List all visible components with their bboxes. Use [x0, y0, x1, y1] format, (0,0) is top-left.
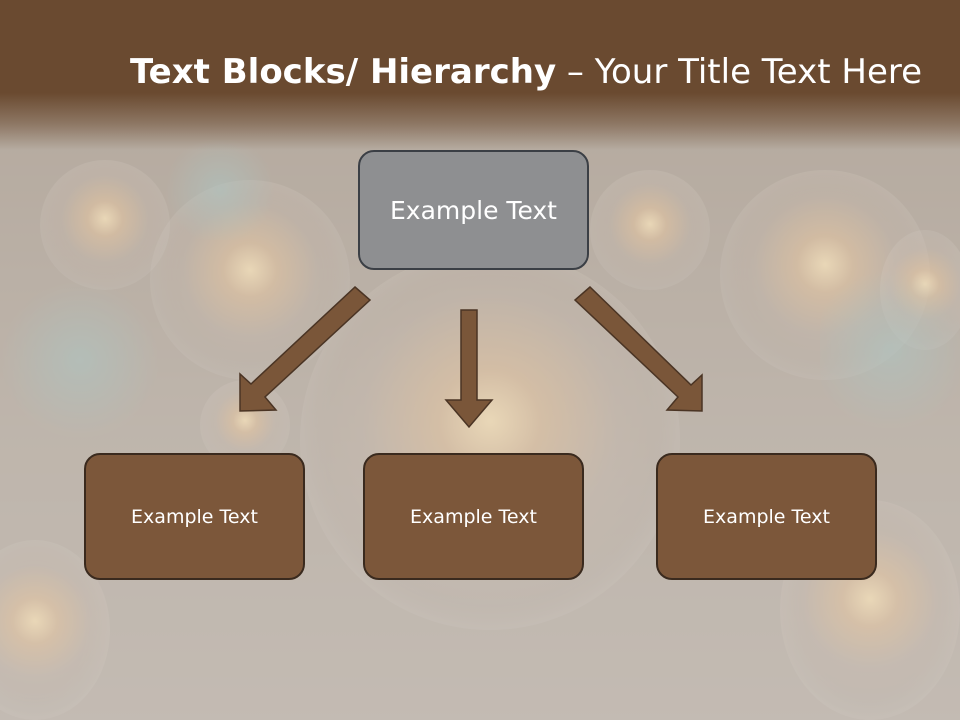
- title-bar: [0, 0, 960, 150]
- arrow-center: [444, 309, 494, 429]
- child-box-center[interactable]: Example Text: [363, 453, 584, 580]
- slide-title-bold: Text Blocks/ Hierarchy: [130, 52, 557, 92]
- arrow-right: [573, 285, 703, 412]
- child-box-label: Example Text: [703, 505, 830, 528]
- top-box[interactable]: Example Text: [358, 150, 589, 270]
- slide-title: Text Blocks/ Hierarchy – Your Title Text…: [130, 52, 922, 92]
- top-box-label: Example Text: [390, 195, 557, 225]
- arrow-left: [239, 285, 372, 412]
- child-box-right[interactable]: Example Text: [656, 453, 877, 580]
- child-box-label: Example Text: [131, 505, 258, 528]
- child-box-left[interactable]: Example Text: [84, 453, 305, 580]
- child-box-label: Example Text: [410, 505, 537, 528]
- slide-title-rest: – Your Title Text Here: [556, 52, 923, 92]
